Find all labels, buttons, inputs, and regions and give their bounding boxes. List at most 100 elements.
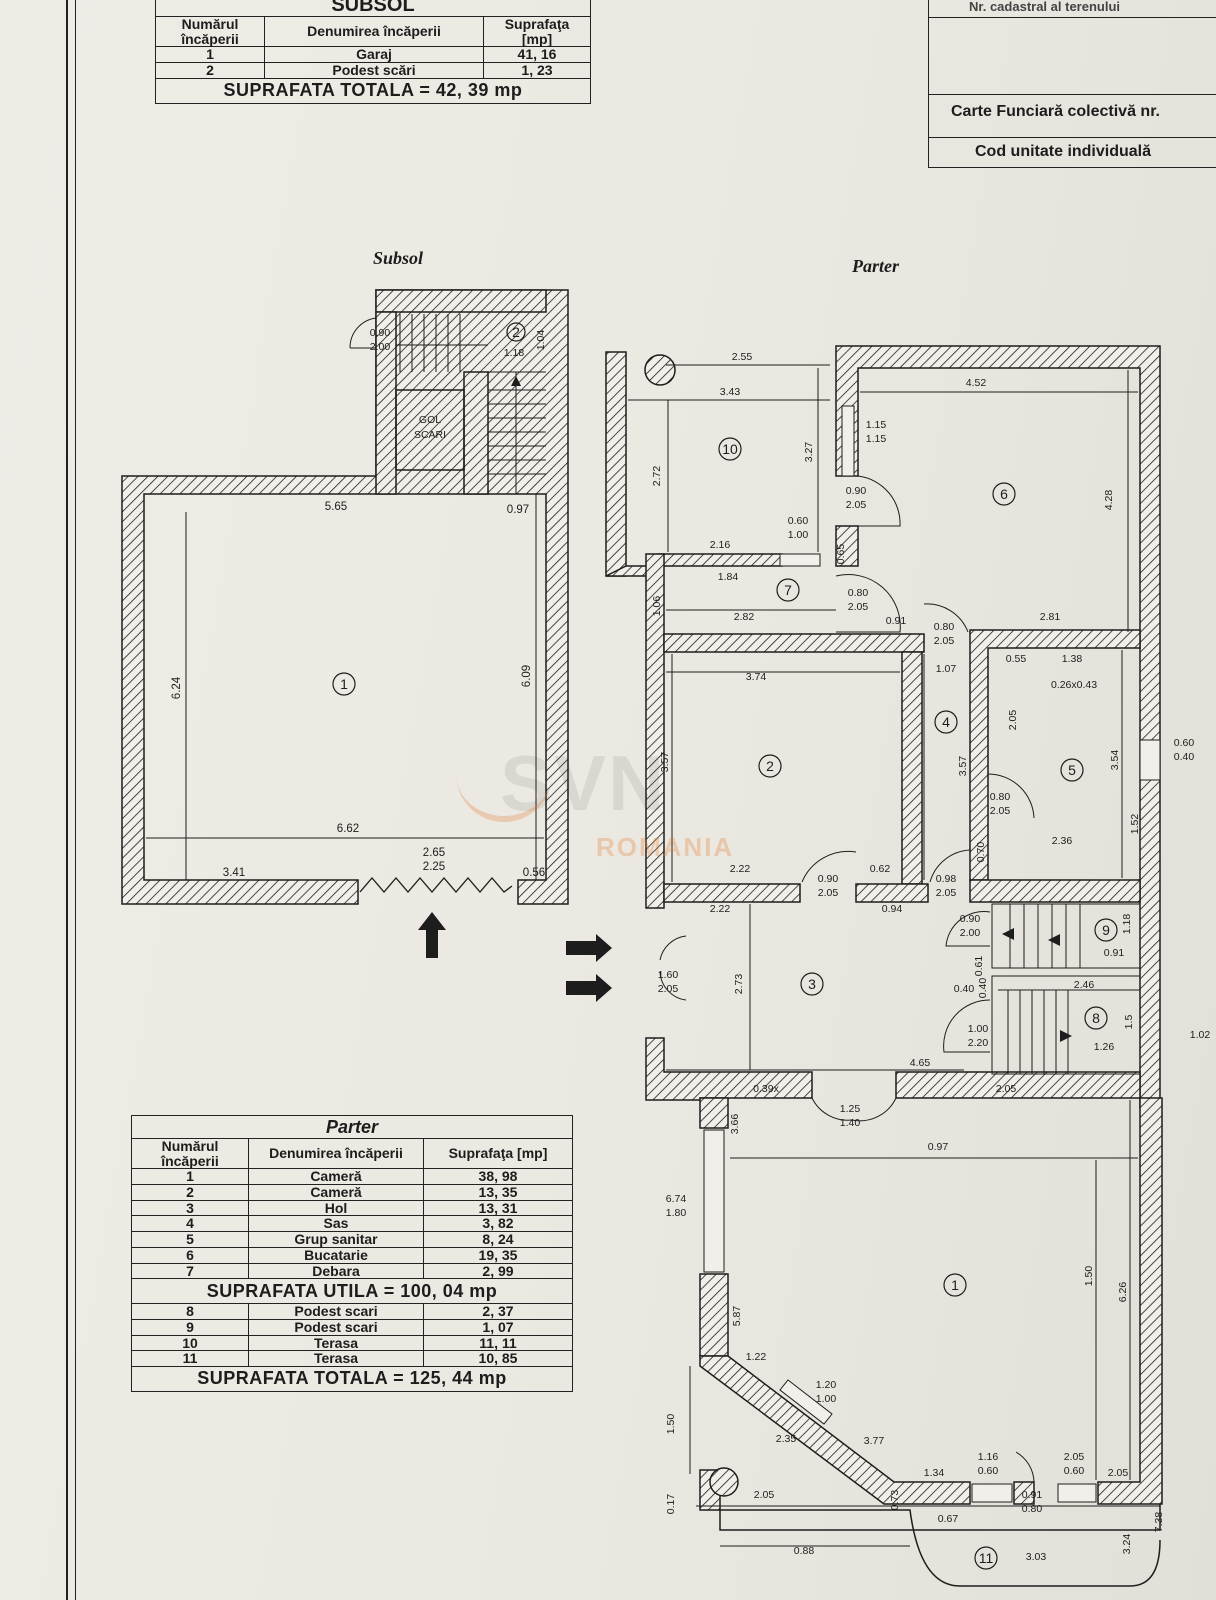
cell-name: Hol [248, 1199, 424, 1217]
dim-label: 2.05 [658, 983, 679, 995]
watermark-sub: ROMANIA [596, 832, 735, 862]
col-header-name: Denumirea încăperii [248, 1137, 424, 1170]
dim-label: 0.40 [977, 978, 989, 999]
cell-number: 10 [131, 1334, 249, 1352]
dim-label: 2.05 [1007, 710, 1019, 731]
dim-label: 1.16 [978, 1451, 999, 1463]
dim-label: 2.00 [370, 341, 391, 353]
dim-label: 0.80 [848, 587, 869, 599]
cell-name: Sas [248, 1215, 424, 1233]
dim-label: 2.05 [848, 601, 869, 613]
dim-label: 3.54 [1109, 750, 1121, 771]
arrow-left-icon [1002, 928, 1014, 940]
room-number: 8 [1092, 1010, 1100, 1026]
dim-label: 6.62 [337, 823, 359, 835]
dim-label: 1.38 [1062, 653, 1083, 665]
cell-number: 8 [131, 1303, 249, 1320]
subsol-total: SUPRAFATA TOTALA = 42, 39 mp [155, 77, 591, 104]
room-number: 6 [1000, 486, 1008, 502]
dim-label: 0.55 [1006, 653, 1027, 665]
dim-label: 3.41 [223, 867, 245, 879]
dim-label: 1.06 [651, 596, 663, 617]
dim-label: 3.27 [803, 442, 815, 463]
dim-label: 7.38 [1153, 1512, 1165, 1533]
margin-line [66, 0, 68, 1600]
dim-label: 4.65 [910, 1057, 931, 1069]
cadastral-box: Nr. cadastral al terenului Carte Funciar… [928, 0, 1216, 168]
arrow-right-icon [566, 974, 612, 1002]
dim-label: 0.97 [507, 504, 529, 516]
cell-area: 41, 16 [483, 46, 591, 64]
cell-name: Terasa [248, 1350, 424, 1367]
cell-area: 38, 98 [423, 1168, 573, 1186]
room-number: 1 [951, 1277, 959, 1293]
arrow-right-icon [1060, 1030, 1072, 1042]
parter-plan: 1 2 3 4 5 6 7 8 9 10 11 [605, 345, 1163, 1587]
room-number: 2 [512, 324, 520, 340]
dim-label: 1.00 [788, 529, 809, 541]
table-row: 2 Podest scări 1, 23 [155, 62, 591, 79]
dim-label: 6.74 [666, 1193, 687, 1205]
dim-label: 2.36 [1052, 835, 1073, 847]
dim-label: 1.34 [924, 1467, 945, 1479]
cell-name: Podest scari [248, 1318, 424, 1336]
dim-label: 0.70 [975, 842, 987, 863]
dim-label: 6.09 [521, 665, 533, 687]
dim-label: 1.07 [936, 663, 957, 675]
parter-table: Parter Numărul încăperii Denumirea încăp… [131, 1115, 573, 1392]
dim-label: 2.05 [934, 635, 955, 647]
dim-label: 0.88 [794, 1545, 815, 1557]
dim-label: 2.00 [960, 927, 981, 939]
cell-number: 5 [131, 1231, 249, 1248]
dim-label: 1.00 [968, 1023, 989, 1035]
dim-label: 1.20 [816, 1379, 837, 1391]
dim-label: 1.18 [504, 347, 525, 359]
arrow-right-icon [566, 934, 612, 962]
margin-line-inner [75, 0, 76, 1600]
dim-label: 2.25 [423, 861, 445, 873]
dim-label: 3.74 [746, 671, 767, 683]
dim-label: 1.40 [840, 1117, 861, 1129]
room-number: 9 [1102, 922, 1110, 938]
dim-label: 1.00 [816, 1393, 837, 1405]
dim-label: 0.65 [835, 544, 847, 565]
cell-area: 2, 99 [423, 1262, 573, 1280]
cell-number: 2 [131, 1184, 249, 1201]
cell-name: Debara [248, 1262, 424, 1280]
dim-label: 3.57 [957, 756, 969, 777]
room-number: 10 [722, 441, 738, 457]
dim-label: 0.90 [846, 485, 867, 497]
dim-label: 6.24 [171, 676, 183, 699]
dim-label: 1.5 [1123, 1015, 1135, 1030]
cod-unitate-label: Cod unitate individuală [975, 143, 1152, 160]
cell-number: 9 [131, 1318, 249, 1336]
dim-label: 2.05 [1108, 1467, 1129, 1479]
dim-label: 0.90 [370, 327, 391, 339]
dim-label: 0.97 [928, 1141, 949, 1153]
dim-label: 0.40 [954, 983, 975, 995]
dim-label: 2.65 [423, 847, 445, 859]
room-number: 11 [979, 1550, 994, 1566]
cell-area: 10, 85 [423, 1350, 573, 1367]
cadastral-blank [928, 17, 1216, 95]
dim-label: 0.40 [1174, 751, 1195, 763]
dim-label: 0.80 [934, 621, 955, 633]
dim-label: 2.22 [710, 903, 731, 915]
cadastral-top-text: Nr. cadastral al terenului [969, 0, 1121, 14]
dim-label: 0.60 [1174, 737, 1195, 749]
dim-label: 1.25 [840, 1103, 861, 1115]
dim-label: 3.03 [1026, 1551, 1047, 1563]
dim-label: 0.98 [936, 873, 957, 885]
room-number: 1 [340, 676, 348, 692]
cell-area: 2, 37 [423, 1303, 573, 1320]
dim-label: 5.87 [731, 1306, 743, 1327]
